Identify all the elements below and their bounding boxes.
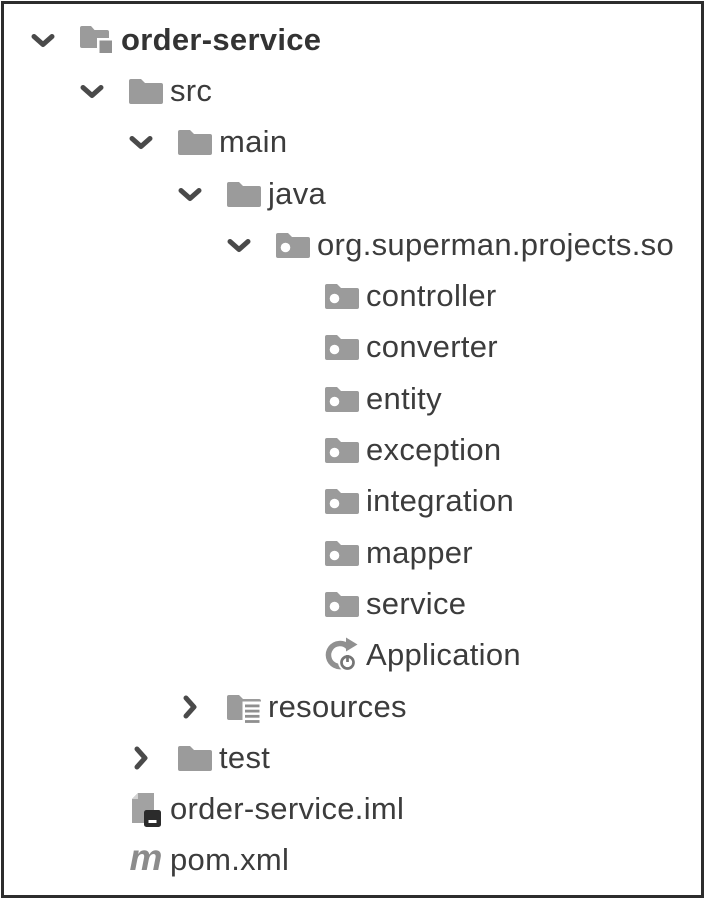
package-icon [324,584,360,624]
resources-folder-icon [226,687,262,727]
package-icon [324,379,360,419]
project-tree: order-service src main java org.superman… [31,14,701,886]
tree-item-label: integration [366,483,515,519]
package-icon [324,327,360,367]
indent-spacer [31,90,80,91]
chevron-down-icon[interactable] [80,77,128,105]
chevron-down-icon[interactable] [129,128,177,156]
tree-item-label: entity [366,380,442,416]
folder-icon [177,738,213,778]
tree-item-label: order-service.iml [170,791,405,827]
chevron-right-icon[interactable] [178,693,226,721]
indent-spacer [31,603,276,604]
project-folder-icon [79,20,115,60]
tree-item-label: mapper [366,534,473,570]
indent-spacer [31,706,178,707]
indent-spacer [31,398,276,399]
indent-spacer [31,860,80,861]
tree-row-application[interactable]: Application [31,630,701,681]
indent-spacer [31,296,276,297]
tree-row-src[interactable]: src [31,65,701,116]
folder-icon [177,122,213,162]
indent-spacer [31,809,80,810]
tree-row-test[interactable]: test [31,732,701,783]
indent-spacer [31,347,276,348]
maven-file-icon: m [129,837,163,879]
indent-spacer [31,757,129,758]
chevron-down-icon[interactable] [227,231,275,259]
tree-row-org-superman-projects-so[interactable]: org.superman.projects.so [31,219,701,270]
tree-item-label: exception [366,432,502,468]
tree-row-converter[interactable]: converter [31,322,701,373]
tree-row-order-service-iml[interactable]: order-service.iml [31,783,701,834]
package-icon [324,276,360,316]
tree-item-label: Application [366,637,521,673]
tree-item-label: test [219,739,271,775]
tree-item-label: resources [268,688,407,724]
folder-icon [128,71,164,111]
tree-row-exception[interactable]: exception [31,424,701,475]
tree-row-java[interactable]: java [31,168,701,219]
tree-row-resources[interactable]: resources [31,681,701,732]
tree-row-pom-xml[interactable]: m pom.xml [31,835,701,886]
tree-item-label: service [366,585,467,621]
package-icon [324,430,360,470]
tree-item-label: controller [366,278,497,314]
tree-row-order-service[interactable]: order-service [31,14,701,65]
tree-item-label: org.superman.projects.so [317,226,674,262]
indent-spacer [31,244,227,245]
package-icon [275,225,311,265]
tree-row-main[interactable]: main [31,117,701,168]
tree-row-integration[interactable]: integration [31,476,701,527]
folder-icon [226,174,262,214]
package-icon [324,481,360,521]
tree-row-service[interactable]: service [31,578,701,629]
tree-item-label: pom.xml [170,842,290,878]
package-icon [324,533,360,573]
module-file-icon [128,789,164,829]
indent-spacer [31,193,178,194]
indent-spacer [31,655,276,656]
tree-row-controller[interactable]: controller [31,270,701,321]
indent-spacer [31,450,276,451]
chevron-down-icon[interactable] [31,26,79,54]
indent-spacer [31,142,129,143]
tree-item-label: converter [366,329,498,365]
tree-item-label: order-service [121,21,322,57]
tree-item-label: main [219,124,288,160]
chevron-down-icon[interactable] [178,180,226,208]
tree-row-entity[interactable]: entity [31,373,701,424]
tree-row-mapper[interactable]: mapper [31,527,701,578]
tree-item-label: src [170,72,213,108]
tree-item-label: java [268,175,327,211]
chevron-right-icon[interactable] [129,744,177,772]
spring-boot-icon [324,635,360,675]
indent-spacer [31,552,276,553]
indent-spacer [31,501,276,502]
